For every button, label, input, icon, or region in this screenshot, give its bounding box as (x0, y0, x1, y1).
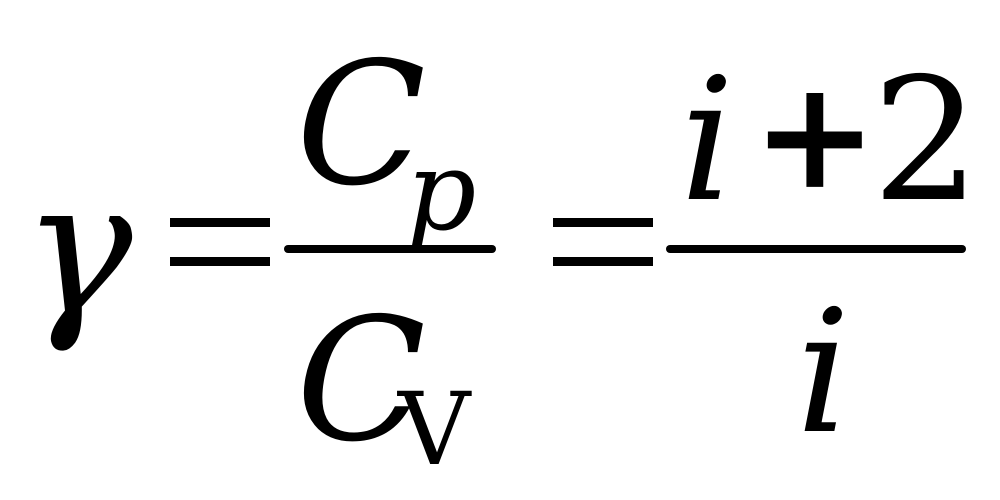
subscript-p: p (406, 127, 477, 255)
heat-capacity-symbol-numerator: C (296, 26, 427, 224)
heat-capacity-symbol-denominator: C (296, 282, 427, 480)
number-two: 2 (872, 42, 981, 240)
fraction-bar (284, 245, 496, 253)
plus-sign: + (752, 47, 878, 223)
variable-i-denominator: i (796, 274, 851, 472)
gamma-symbol: γ (22, 140, 133, 356)
equals-sign (553, 218, 653, 266)
equals-sign (170, 218, 270, 266)
fraction-bar (666, 245, 966, 253)
variable-i-numerator: i (680, 42, 735, 240)
subscript-v: V (398, 371, 471, 488)
